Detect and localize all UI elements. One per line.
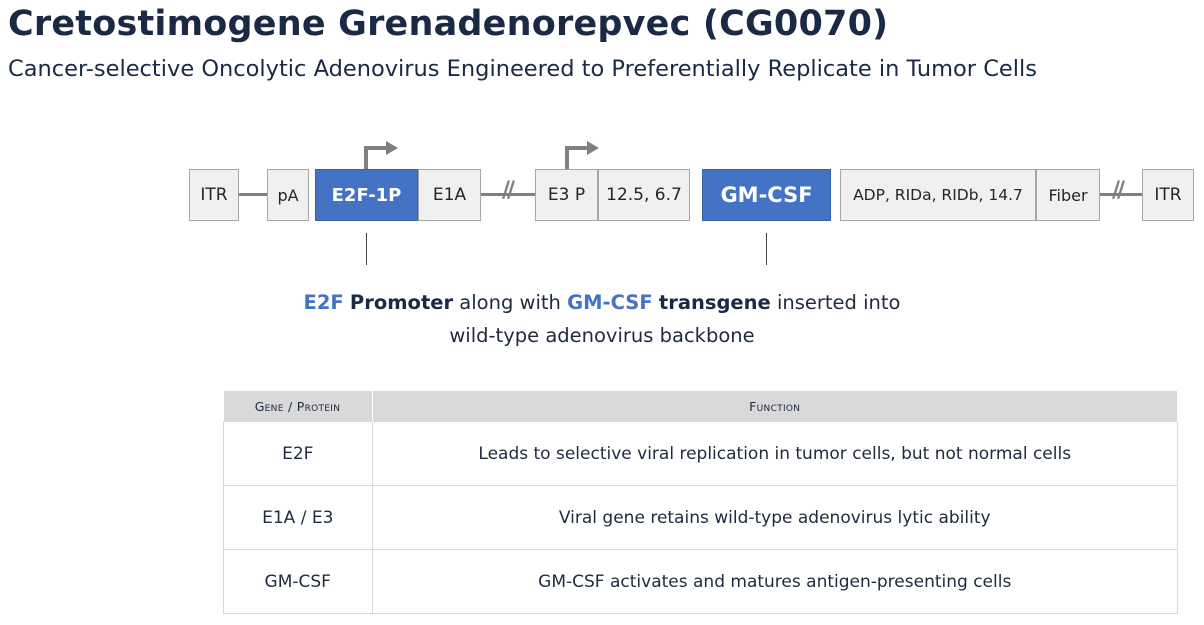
caption-line-2: wild-type adenovirus backbone	[449, 324, 755, 347]
page-subtitle: Cancer-selective Oncolytic Adenovirus En…	[8, 56, 1037, 82]
connector-line	[480, 193, 536, 196]
e1a-box: E1A	[418, 169, 481, 221]
table-row: E2F Leads to selective viral replication…	[223, 421, 1178, 486]
fiber-box: Fiber	[1036, 169, 1100, 221]
cell-function: GM-CSF activates and matures antigen-pre…	[372, 549, 1178, 614]
pointer-line	[366, 233, 367, 265]
cell-function: Leads to selective viral replication in …	[372, 421, 1178, 486]
table-row: GM-CSF GM-CSF activates and matures anti…	[223, 549, 1178, 614]
header-function: Function	[372, 391, 1178, 422]
itr-right-box: ITR	[1142, 169, 1194, 221]
connector-line	[1099, 193, 1143, 196]
table-header-row: Gene / Protein Function	[223, 391, 1178, 422]
caption-transgene: transgene	[658, 291, 771, 314]
pa-box: pA	[267, 169, 309, 221]
function-table: Gene / Protein Function E2F Leads to sel…	[223, 391, 1178, 614]
page-title: Cretostimogene Grenadenorepvec (CG0070)	[8, 4, 889, 44]
promoter-arrow-icon	[565, 141, 599, 169]
caption-along-with: along with	[453, 291, 568, 314]
break-symbol: //	[1112, 178, 1125, 203]
cell-gene: E2F	[223, 421, 373, 486]
cell-function: Viral gene retains wild-type adenovirus …	[372, 485, 1178, 550]
promoter-arrow-icon	[364, 141, 398, 169]
cell-gene: GM-CSF	[223, 549, 373, 614]
cell-gene: E1A / E3	[223, 485, 373, 550]
caption-e2f: E2F	[303, 291, 344, 314]
gm-csf-box: GM-CSF	[702, 169, 831, 221]
table-row: E1A / E3 Viral gene retains wild-type ad…	[223, 485, 1178, 550]
e3p-box: E3 P	[535, 169, 598, 221]
break-symbol: //	[502, 178, 515, 203]
itr-left-box: ITR	[189, 169, 239, 221]
caption-gm-csf: GM-CSF	[567, 291, 653, 314]
connector-line	[238, 193, 268, 196]
gene-map: // // ITR pA E2F-1P E1A E3 P 12.5, 6.7 G…	[0, 0, 1204, 280]
adp-box: ADP, RIDa, RIDb, 14.7	[840, 169, 1036, 221]
caption-line-1: E2F Promoter along with GM-CSF transgene…	[0, 286, 1204, 319]
caption-promoter: Promoter	[349, 291, 454, 314]
header-gene-protein: Gene / Protein	[223, 391, 373, 422]
pointer-line	[766, 233, 767, 265]
caption-inserted: inserted into	[770, 291, 901, 314]
e2f-1p-box: E2F-1P	[315, 169, 418, 221]
e3-genes-box: 12.5, 6.7	[598, 169, 690, 221]
diagram-caption: E2F Promoter along with GM-CSF transgene…	[0, 286, 1204, 352]
